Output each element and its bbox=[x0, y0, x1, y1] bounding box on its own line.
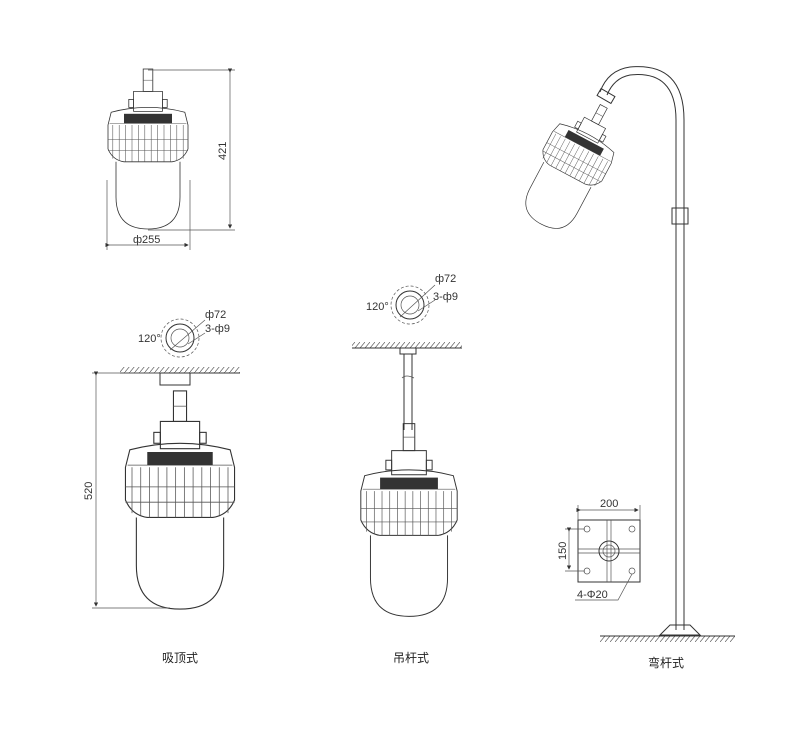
top-view-lamp: 421 ф255 bbox=[105, 68, 235, 250]
flange-diameter-label: ф72 bbox=[205, 309, 226, 321]
holes-label: 3-ф9 bbox=[433, 291, 458, 303]
flange-detail: ф72 3-ф9 120° bbox=[366, 273, 458, 325]
bent-pole-lamp: 200 150 4-Φ20 弯杆式 bbox=[511, 66, 735, 670]
diameter-label-255: ф255 bbox=[133, 234, 160, 246]
holes-label: 3-ф9 bbox=[205, 323, 230, 335]
flange-diameter-label: ф72 bbox=[435, 273, 456, 285]
pendant-mount-lamp: ф72 3-ф9 120° 吊杆式 bbox=[352, 273, 462, 665]
caption-ceiling-mount: 吸顶式 bbox=[162, 651, 198, 665]
angle-label: 120° bbox=[138, 333, 161, 345]
angle-label: 120° bbox=[366, 301, 389, 313]
caption-bent-pole-mount: 弯杆式 bbox=[648, 655, 684, 670]
base-depth-label: 150 bbox=[557, 542, 569, 560]
ceiling-mount-lamp: 520 ф72 3-ф9 120° 吸顶式 bbox=[83, 309, 240, 665]
height-label-520: 520 bbox=[83, 482, 95, 500]
height-label-421: 421 bbox=[217, 142, 229, 160]
base-holes-label: 4-Φ20 bbox=[577, 589, 608, 601]
base-plate-detail: 200 150 4-Φ20 bbox=[557, 498, 641, 601]
flange-detail: ф72 3-ф9 120° bbox=[138, 309, 230, 358]
base-width-label: 200 bbox=[600, 498, 618, 510]
caption-pendant-mount: 吊杆式 bbox=[393, 651, 429, 665]
